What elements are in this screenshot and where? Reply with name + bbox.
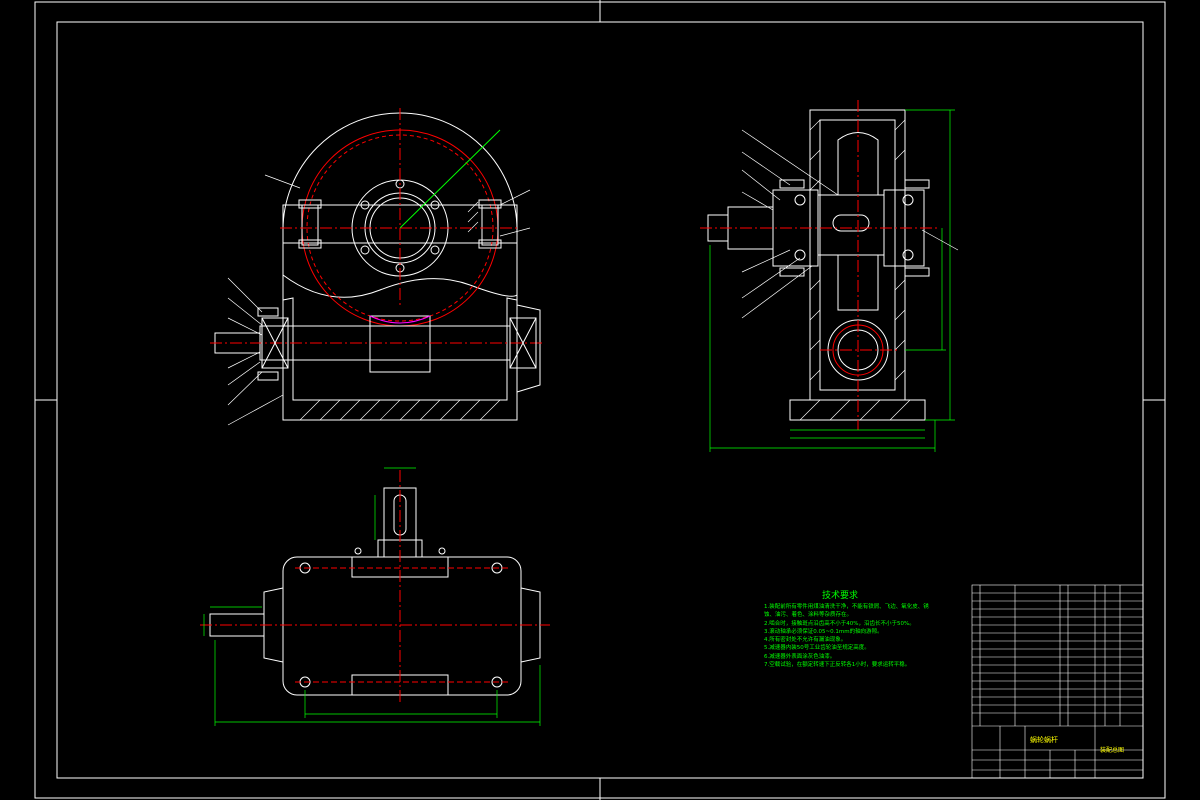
tech-req-item: 2.啮合时，接触斑点沿齿高不小于40%，沿齿长不小于50%。: [764, 620, 915, 627]
tech-requirements-list: 1.装配前所有零件用煤油清洗干净，不能有铁屑、飞边、氧化皮、锈 蚀、油污、着色、…: [764, 603, 934, 669]
side-view: [700, 100, 959, 452]
tech-requirements-title: 技术要求: [821, 591, 858, 601]
tech-req-item: 3.滚动轴承必须保证0.05~0.1mm的轴向游隙。: [764, 628, 883, 635]
drawing-border: [34, 0, 1166, 800]
tech-req-item: 7.空载试验，在额定转速下正反转各1小时，要求运转平稳。: [764, 662, 911, 669]
tech-req-item: 5.减速器内装50号工业齿轮油至规定高度。: [764, 645, 870, 652]
title-block-drawing-no: 装配总图: [1100, 747, 1125, 754]
tech-req-item: 1.装配前所有零件用煤油清洗干净，不能有铁屑、飞边、氧化皮、锈: [764, 604, 929, 610]
tech-req-item: 4.所有密封处不允许有漏油现象。: [764, 637, 847, 644]
title-block-name: 蜗轮蜗杆: [1030, 736, 1058, 744]
top-view: [200, 467, 550, 726]
front-view: [210, 108, 545, 426]
bom-title-block: [971, 584, 1144, 779]
tech-req-item: 蚀、油污、着色、涂料等杂质存在。: [764, 612, 853, 619]
tech-req-item: 6.减速器外表面涂灰色油漆。: [764, 653, 836, 660]
